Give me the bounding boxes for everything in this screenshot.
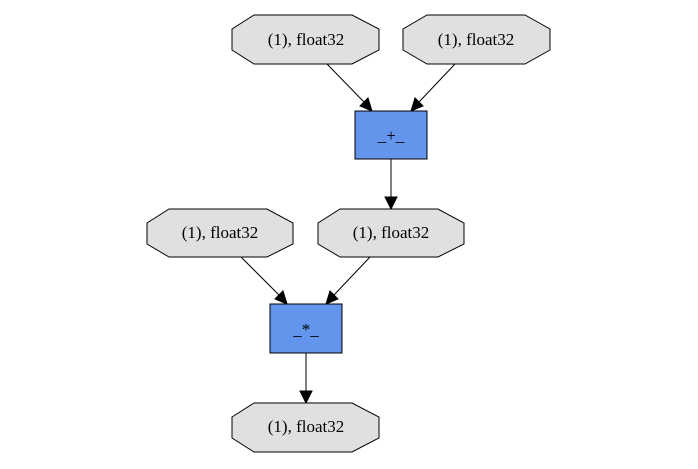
op-label: _+_ [377,126,405,145]
tensor-node-mul-output: (1), float32 [231,402,380,453]
op-label: _*_ [292,320,319,339]
tensor-node-input-c: (1), float32 [146,208,294,258]
op-node-add: _+_ [354,110,428,160]
tensor-label: (1), float32 [268,30,344,49]
edge-input-c-to-mul [240,256,288,305]
tensor-label: (1), float32 [182,223,258,242]
tensor-label: (1), float32 [268,417,344,436]
edge-add-output-to-mul [325,256,371,305]
op-node-mul: _*_ [269,303,343,354]
edge-input-a-to-add [326,63,373,112]
tensor-node-input-a: (1), float32 [231,14,380,65]
edge-mul-to-output [299,353,313,405]
edge-input-b-to-add [410,63,456,112]
tensor-label: (1), float32 [353,223,429,242]
tensor-label: (1), float32 [438,30,514,49]
tensor-node-add-output: (1), float32 [317,208,465,258]
tensor-node-input-b: (1), float32 [402,14,551,65]
edge-add-to-output [384,159,398,211]
